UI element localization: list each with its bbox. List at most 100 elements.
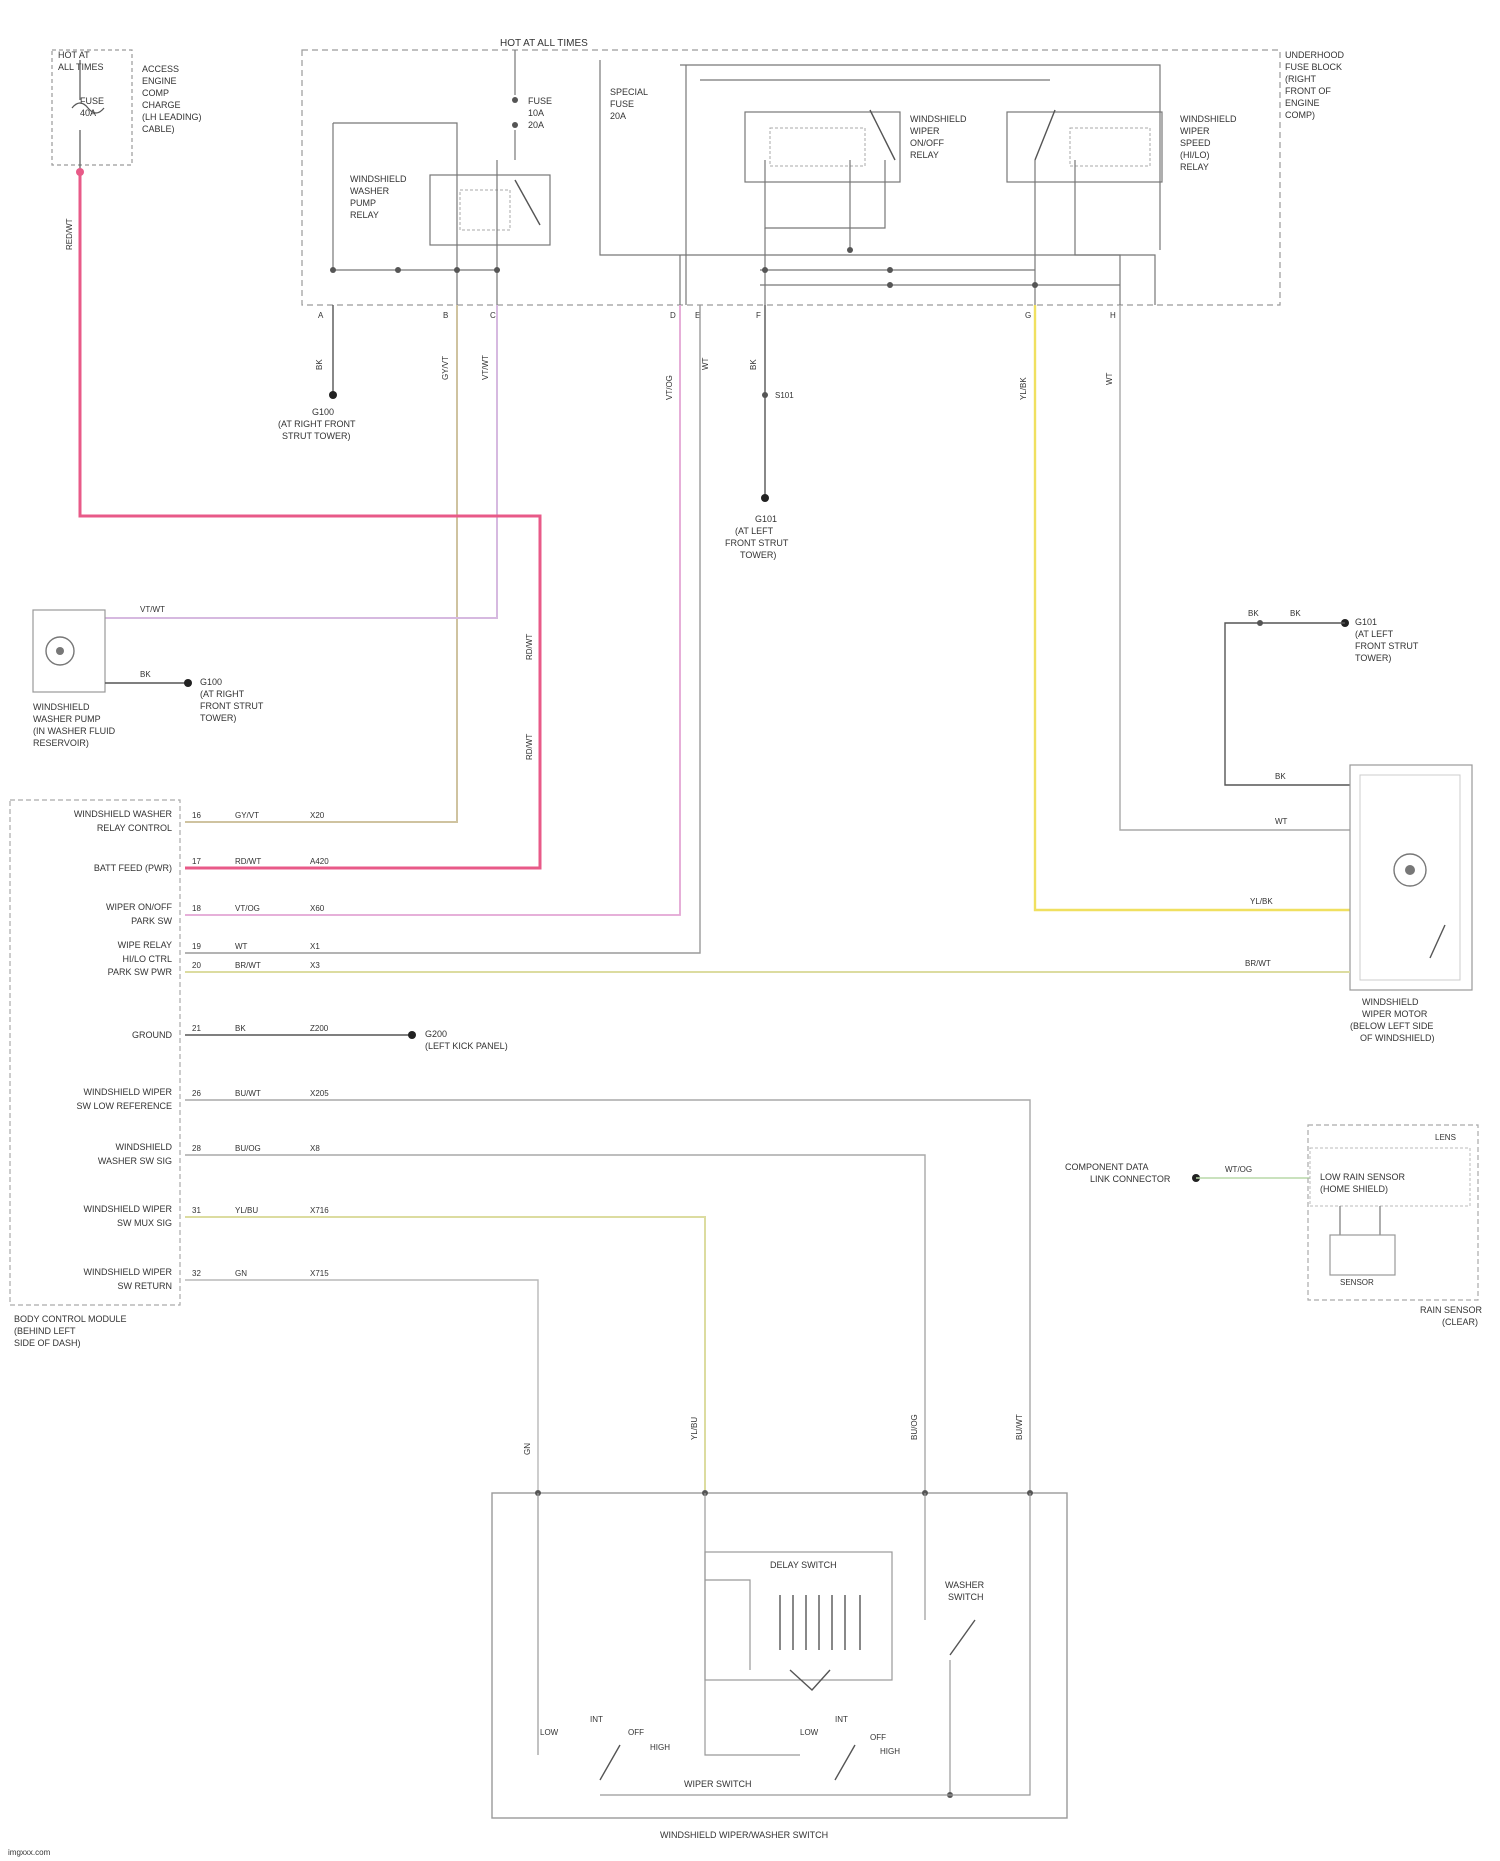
center-splice-dot bbox=[762, 392, 768, 398]
bcm-row-4-color: BR/WT bbox=[235, 961, 261, 970]
g-bcm-0: G200 bbox=[425, 1029, 447, 1039]
sw-wire-buwt-label: BU/WT bbox=[1015, 1414, 1024, 1440]
bcm-row-5-color: BK bbox=[235, 1024, 246, 1033]
sensor-inner-1: (HOME SHIELD) bbox=[1320, 1184, 1388, 1194]
washer-relay-0: WINDSHIELD bbox=[350, 174, 407, 184]
fuse-b-0: SPECIAL bbox=[610, 87, 648, 97]
sensor-caption-0: RAIN SENSOR bbox=[1420, 1305, 1483, 1315]
top-fuse-block: HOT AT ALL TIMES FUSE 40A ACCESS ENGINE … bbox=[52, 50, 202, 176]
on-off-relay-coil bbox=[770, 128, 865, 166]
fuse-b-1: FUSE bbox=[610, 99, 634, 109]
pm-node-3 bbox=[454, 267, 460, 273]
fuse-a-1: 10A bbox=[528, 108, 544, 118]
g-left-1: (AT RIGHT FRONT bbox=[278, 419, 356, 429]
fuse-a-node-top bbox=[512, 97, 518, 103]
fuse-block-line-4: ENGINE bbox=[142, 76, 177, 86]
pos-right-low: LOW bbox=[800, 1728, 819, 1737]
ground-left-dot bbox=[329, 391, 337, 399]
wire-motor-gnd-label-3: BK bbox=[1275, 772, 1286, 781]
washer-pump-2: (IN WASHER FLUID bbox=[33, 726, 116, 736]
fuse-block-line-6: CHARGE bbox=[142, 100, 181, 110]
washer-switch-0: WASHER bbox=[945, 1580, 985, 1590]
wiper-motor-1: WIPER MOTOR bbox=[1362, 1009, 1428, 1019]
underhood-fuse-block: HOT AT ALL TIMES UNDERHOOD FUSE BLOCK (R… bbox=[302, 38, 1345, 320]
washer-pump: WINDSHIELD WASHER PUMP (IN WASHER FLUID … bbox=[33, 610, 264, 748]
wire-motor-gnd-label: BK bbox=[1248, 609, 1259, 618]
hi-lo-relay-1: WIPER bbox=[1180, 126, 1210, 136]
bcm-outline bbox=[10, 800, 180, 1305]
bcm-row-5-circuit: Z200 bbox=[310, 1024, 329, 1033]
wire-ground-left-label: BK bbox=[315, 359, 324, 370]
bcm-row-7-color: BU/OG bbox=[235, 1144, 261, 1153]
fuse-b-2: 20A bbox=[610, 111, 626, 121]
bcm-row-7-pin: 28 bbox=[192, 1144, 201, 1153]
bcm-row-9-color: GN bbox=[235, 1269, 247, 1278]
pm-node-4 bbox=[494, 267, 500, 273]
pm-caption-2: (RIGHT bbox=[1285, 74, 1316, 84]
pm-caption-0: UNDERHOOD bbox=[1285, 50, 1345, 60]
pos-right-off: OFF bbox=[870, 1733, 886, 1742]
fuse-block-line-8: CABLE) bbox=[142, 124, 175, 134]
wire-motor-park-label: WT bbox=[1275, 817, 1288, 826]
g-center-3: TOWER) bbox=[740, 550, 776, 560]
washer-pump-ground-label: BK bbox=[140, 670, 151, 679]
bcm-row-1-circuit: A420 bbox=[310, 857, 329, 866]
bcm-row-3-pin: 19 bbox=[192, 942, 201, 951]
wiper-washer-switch: DELAY SWITCH WASHER SWITCH WIPER SWITCH … bbox=[492, 1490, 1067, 1840]
sw-wire-gn-label: GN bbox=[523, 1443, 532, 1455]
bcm-row-2-name-0: WIPER ON/OFF bbox=[106, 902, 172, 912]
wire-motor-gnd-label-2: BK bbox=[1290, 609, 1301, 618]
bcm-row-4-pin: 20 bbox=[192, 961, 201, 970]
fuse-block-line-3: ACCESS bbox=[142, 64, 179, 74]
bcm-row-7-name-1: WASHER SW SIG bbox=[98, 1156, 172, 1166]
bcm-row-1-pin: 17 bbox=[192, 857, 201, 866]
bcm-row-4-name-0: PARK SW PWR bbox=[108, 967, 173, 977]
pm-node-2 bbox=[395, 267, 401, 273]
washer-relay-contact bbox=[515, 180, 540, 225]
ground-center-dot bbox=[761, 494, 769, 502]
bcm-row-2-circuit: X60 bbox=[310, 904, 325, 913]
bcm-row-8-name-1: SW MUX SIG bbox=[117, 1218, 172, 1228]
washer-pump-1: WASHER PUMP bbox=[33, 714, 101, 724]
g-center-0: G101 bbox=[755, 514, 777, 524]
wiper-motor-2: (BELOW LEFT SIDE bbox=[1350, 1021, 1433, 1031]
wire-splice-label-2: RD/WT bbox=[525, 734, 534, 760]
bcm-row-9-name-0: WINDSHIELD WIPER bbox=[83, 1267, 172, 1277]
bcm-label-2: SIDE OF DASH) bbox=[14, 1338, 81, 1348]
wiper-motor-inner bbox=[1360, 775, 1460, 980]
pm-pin-c: C bbox=[490, 311, 496, 320]
pos-right-int: INT bbox=[835, 1715, 848, 1724]
g-washer-0: G100 bbox=[200, 677, 222, 687]
g-right-0: G101 bbox=[1355, 617, 1377, 627]
bcm-row-3-circuit: X1 bbox=[310, 942, 320, 951]
wiper-motor-center bbox=[1405, 865, 1415, 875]
washer-pump-3: RESERVOIR) bbox=[33, 738, 89, 748]
bcm-row-7-circuit: X8 bbox=[310, 1144, 320, 1153]
hi-lo-relay-contact bbox=[1035, 110, 1055, 160]
wire-sw-return bbox=[185, 1280, 538, 1490]
washer-relay-2: PUMP bbox=[350, 198, 376, 208]
pm-node-7 bbox=[887, 267, 893, 273]
g-washer-2: FRONT STRUT bbox=[200, 701, 264, 711]
wire-sw-low-ref bbox=[185, 1100, 1030, 1490]
rain-sensor: COMPONENT DATA LINK CONNECTOR WT/OG LENS… bbox=[1065, 1125, 1483, 1327]
wire-washer-pump-label: VT/WT bbox=[140, 605, 165, 614]
bcm-row-3-color: WT bbox=[235, 942, 248, 951]
fuse-block-line-5: COMP bbox=[142, 88, 169, 98]
g-right-3: TOWER) bbox=[1355, 653, 1391, 663]
motor-ground-wire bbox=[1225, 623, 1260, 700]
wiper-motor-3: OF WINDSHIELD) bbox=[1360, 1033, 1435, 1043]
on-off-relay-3: RELAY bbox=[910, 150, 939, 160]
switch-outline bbox=[492, 1493, 1067, 1818]
bcm-row-0-pin: 16 bbox=[192, 811, 201, 820]
wire-hi-lo-ctrl bbox=[185, 305, 700, 953]
fuse-block-line-7: (LH LEADING) bbox=[142, 112, 202, 122]
sw-wire-buog-label: BU/OG bbox=[910, 1414, 919, 1440]
bcm-row-7-name-0: WINDSHIELD bbox=[115, 1142, 172, 1152]
bcm-row-0-color: GY/VT bbox=[235, 811, 259, 820]
center-splice-label: S101 bbox=[775, 391, 794, 400]
bcm-row-3-name-1: HI/LO CTRL bbox=[122, 954, 172, 964]
wire-ground-center-label: BK bbox=[749, 359, 758, 370]
pm-pin-f: F bbox=[756, 311, 761, 320]
g-right-1: (AT LEFT bbox=[1355, 629, 1394, 639]
